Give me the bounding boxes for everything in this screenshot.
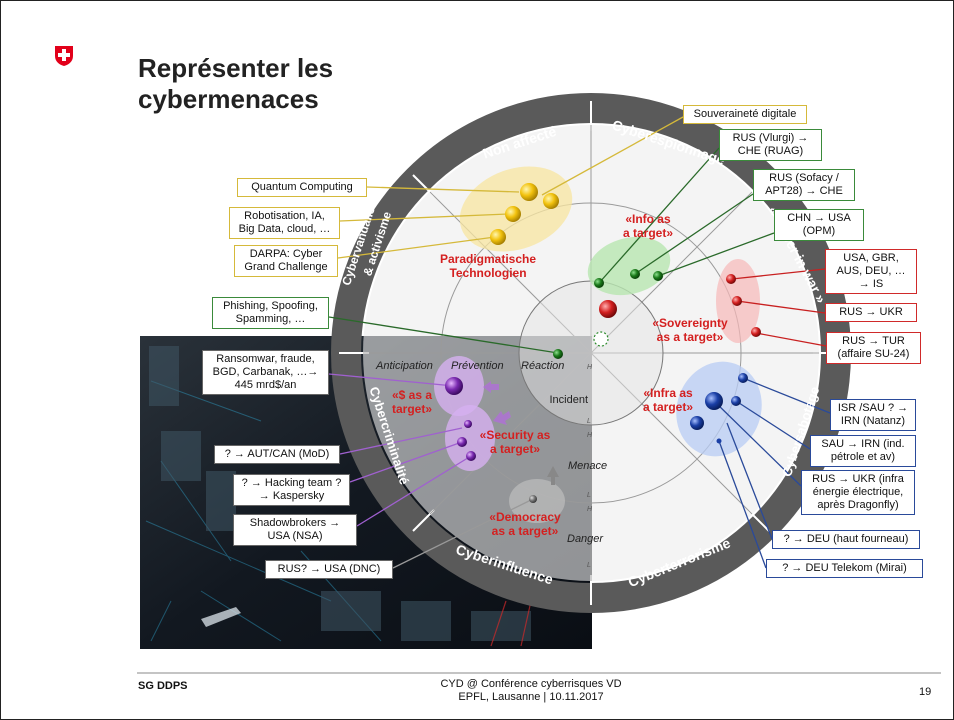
- box-quantum: Quantum Computing: [237, 178, 367, 197]
- box-ransomware: Ransomwar, fraude, BGD, Carbanak, …→ 445…: [202, 350, 329, 395]
- box-rus-tur: RUS → TUR (affaire SU-24): [826, 332, 921, 364]
- page-number: 19: [919, 686, 932, 698]
- target-security-line2: a target»: [490, 442, 540, 456]
- box-rus-ukr: RUS → UKR: [825, 303, 917, 322]
- target-info-line2: a target»: [623, 226, 673, 240]
- svg-text:L: L: [587, 418, 591, 425]
- box-usa-gbr: USA, GBR, AUS, DEU, … → IS: [825, 249, 917, 294]
- box-isr-sau: ISR /SAU ? → IRN (Natanz): [830, 399, 916, 431]
- label-incident: Incident: [549, 394, 588, 406]
- box-hacking-team: ? → Hacking team ? → Kaspersky: [233, 474, 350, 506]
- footer-left: SG DDPS: [138, 680, 188, 692]
- box-robotisation: Robotisation, IA, Big Data, cloud, …: [229, 207, 340, 239]
- target-sovereignty-line2: as a target»: [657, 330, 724, 344]
- footer-center: CYD @ Conférence cyberrisques VD EPFL, L…: [440, 678, 622, 703]
- label-reaction: Réaction: [521, 360, 564, 372]
- target-sovereignty-line1: «Sovereignty: [652, 316, 728, 330]
- label-danger: Danger: [567, 533, 604, 545]
- box-chn-usa: CHN → USA (OPM): [774, 209, 864, 241]
- box-aut-can: ? → AUT/CAN (MoD): [214, 445, 340, 464]
- box-sau-irn: SAU → IRN (ind. pétrole et av): [810, 435, 916, 467]
- target-paradigm-line2: Technologien: [449, 266, 526, 280]
- target-money-line1: «$ as a: [392, 388, 432, 402]
- svg-text:H: H: [587, 364, 593, 371]
- box-rus-usa-dnc: RUS? → USA (DNC): [265, 560, 393, 579]
- box-shadowbrokers: Shadowbrokers → USA (NSA): [233, 514, 357, 546]
- box-deu-haut-fourneau: ? → DEU (haut fourneau): [772, 530, 920, 549]
- label-anticipation: Anticipation: [375, 360, 433, 372]
- svg-text:L: L: [587, 492, 591, 499]
- target-infra-line2: a target»: [643, 400, 693, 414]
- target-info-line1: «Info as: [625, 212, 671, 226]
- box-rus-ukr-infra: RUS → UKR (infra énergie électrique, apr…: [801, 470, 915, 515]
- box-rus-vlurgi: RUS (Vlurgi) → CHE (RUAG): [719, 129, 822, 161]
- svg-text:H: H: [587, 506, 593, 513]
- target-infra-line1: «Infra as: [643, 386, 693, 400]
- box-souverainete: Souveraineté digitale: [683, 105, 807, 124]
- label-prevention: Prévention: [451, 360, 504, 372]
- svg-text:H: H: [587, 432, 593, 439]
- box-deu-telekom: ? → DEU Telekom (Mirai): [766, 559, 923, 578]
- target-democracy-line1: «Democracy: [489, 510, 561, 524]
- box-darpa: DARPA: Cyber Grand Challenge: [234, 245, 338, 277]
- label-menace: Menace: [568, 460, 607, 472]
- page-title: Représenter les cybermenaces: [138, 53, 334, 114]
- target-paradigm-line1: Paradigmatische: [440, 252, 536, 266]
- target-money-line2: target»: [392, 402, 432, 416]
- target-security-line1: «Security as: [480, 428, 551, 442]
- box-rus-sofacy: RUS (Sofacy / APT28) → CHE: [753, 169, 855, 201]
- svg-text:L: L: [587, 562, 591, 569]
- target-democracy-line2: as a target»: [492, 524, 559, 538]
- swiss-cross-shield-icon: [55, 46, 73, 66]
- box-phishing: Phishing, Spoofing, Spamming, …: [212, 297, 329, 329]
